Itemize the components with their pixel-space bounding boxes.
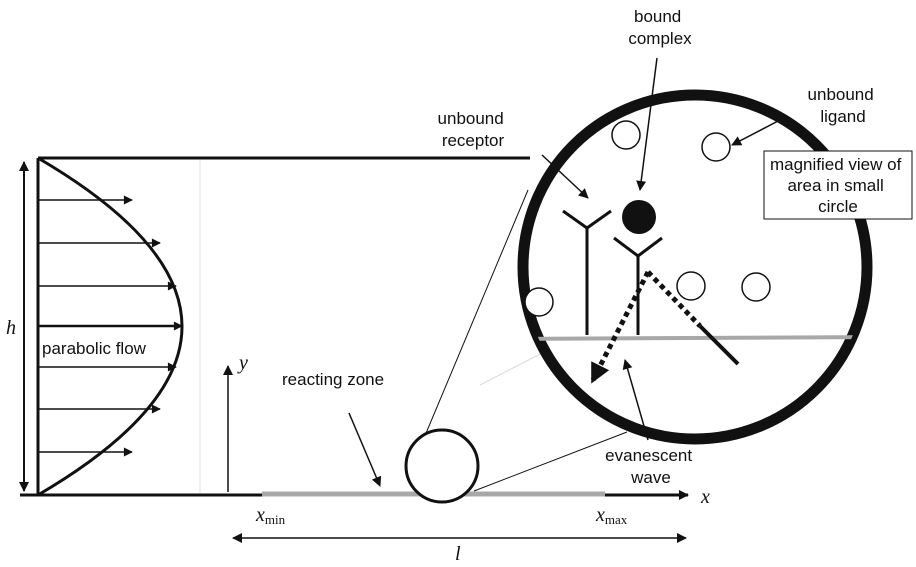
unbound-ligand-label: unbound ligand (808, 85, 879, 126)
unbound-receptor (562, 209, 612, 335)
reflected-light-beam (646, 270, 702, 328)
magnified-view-label: magnified view of area in small circle (770, 155, 906, 216)
bound-complex-label: bound complex (628, 7, 692, 48)
ligand (676, 271, 706, 301)
magnified-circle (517, 89, 873, 445)
velocity-arrows (38, 195, 183, 457)
y-axis-label: y (237, 352, 248, 374)
free-ligands (524, 120, 771, 317)
bound-complex-pointer (636, 57, 658, 191)
ligand (741, 272, 771, 302)
reacting-zone-label: reacting zone (282, 370, 384, 389)
zoom-line-lower (473, 431, 628, 492)
zoom-line-upper (410, 189, 529, 470)
evanescent-wave-label: evanescent wave (605, 446, 697, 487)
ligand (611, 120, 641, 150)
small-circle (404, 428, 480, 504)
ligand (701, 132, 731, 162)
unbound-receptor-pointer (541, 154, 589, 199)
guide-line (479, 349, 549, 386)
x-max-label: xmax (595, 504, 628, 527)
unbound-receptor-label: unbound receptor (438, 109, 509, 150)
incident-light-arrowhead (590, 361, 610, 384)
x-axis-label: x (700, 486, 710, 508)
parabolic-flow-label: parabolic flow (42, 339, 147, 358)
reflected-light-beam-solid (698, 324, 740, 366)
incident-light-beam (593, 270, 651, 376)
bound-receptor (613, 236, 663, 335)
ligand (524, 287, 554, 317)
evanescent-wave-pointer (622, 359, 649, 441)
surface-line (523, 335, 867, 341)
magnified-content (523, 335, 867, 341)
x-min-label: xmin (255, 504, 286, 527)
reacting-zone-pointer (348, 412, 382, 487)
magnified-view-box (763, 150, 913, 220)
unbound-ligand-pointer (731, 119, 781, 146)
bound-ligand (622, 200, 656, 234)
length-label: l (455, 543, 461, 562)
height-label: h (6, 317, 16, 339)
